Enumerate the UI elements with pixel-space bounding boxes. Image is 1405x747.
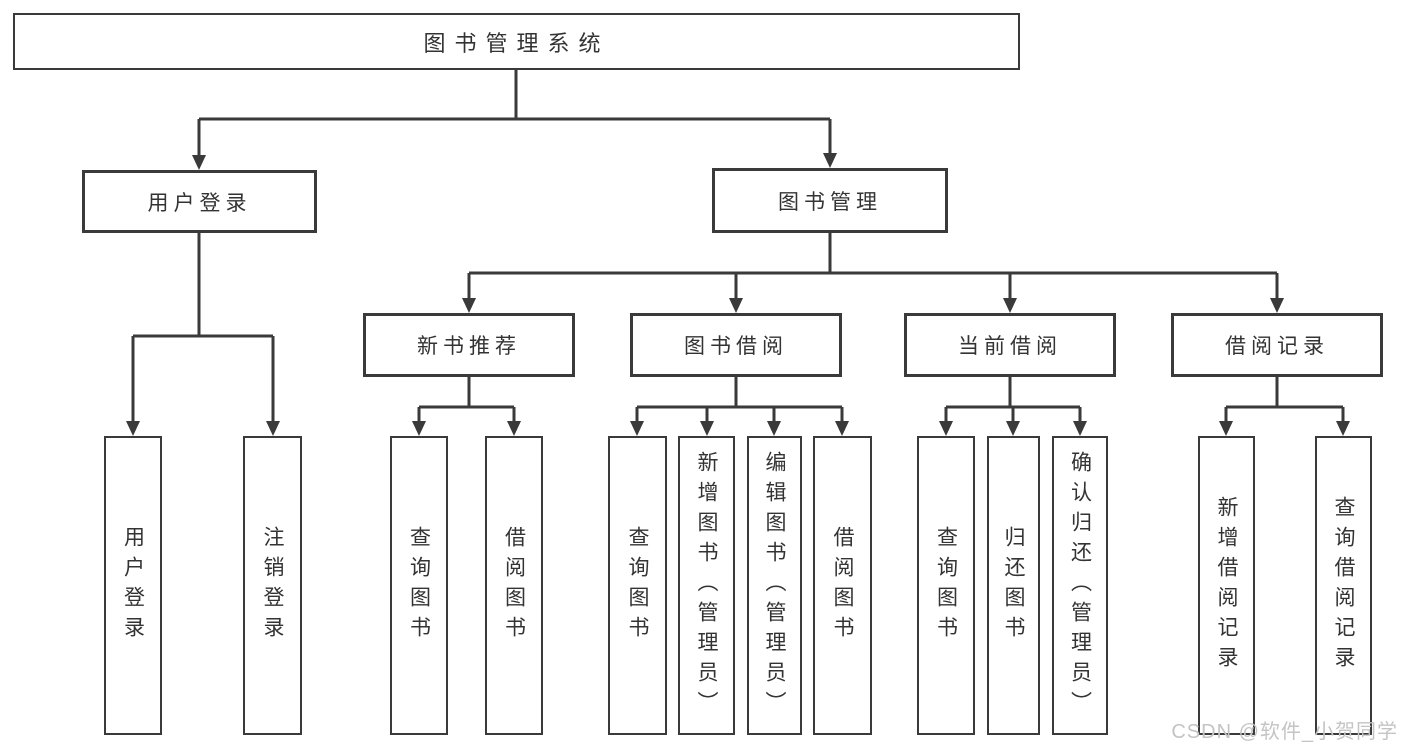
book-management-connectors — [462, 233, 1284, 313]
connector-line — [467, 233, 1279, 298]
watermark: CSDN @软件_小贺同学 — [1171, 721, 1398, 743]
arrowhead — [1219, 421, 1233, 436]
leaf-return-book: 归还图书 — [987, 436, 1040, 735]
node-borrow-records: 借阅记录 — [1171, 313, 1383, 377]
arrowhead — [1003, 298, 1017, 313]
node-root: 图书管理系统 — [13, 13, 1020, 70]
leaf-query-books-borrow: 查询图书 — [608, 436, 667, 735]
leaf-label: 用户登录 — [121, 525, 145, 646]
leaf-label: 借阅图书 — [831, 525, 854, 646]
arrowhead — [939, 421, 953, 436]
arrowhead — [1270, 298, 1284, 313]
leaf-user-login: 用户登录 — [104, 436, 162, 735]
arrowhead — [462, 298, 476, 313]
leaf-label: 注销登录 — [261, 525, 284, 646]
connector-line — [1224, 377, 1345, 421]
leaf-borrow-books-recommend: 借阅图书 — [485, 436, 543, 735]
new-book-recommend-connectors — [412, 377, 521, 436]
trunk-connectors — [192, 70, 837, 170]
current-borrow-connectors — [939, 377, 1087, 436]
arrowhead — [1073, 421, 1087, 436]
leaf-label: 查询图书 — [626, 525, 649, 646]
leaf-label: 新增借阅记录 — [1215, 495, 1238, 676]
leaf-label: 借阅图书 — [502, 525, 526, 646]
leaf-confirm-return-admin: 确认归还（管理员） — [1052, 436, 1108, 735]
arrowhead — [729, 298, 743, 313]
node-current-borrow: 当前借阅 — [904, 313, 1116, 377]
borrow-records-connectors — [1219, 377, 1350, 436]
arrowhead — [700, 421, 714, 436]
leaf-label: 查询图书 — [407, 525, 431, 646]
leaf-query-books-recommend: 查询图书 — [390, 436, 448, 735]
leaf-label: 编辑图书（管理员） — [763, 450, 786, 721]
arrowhead — [630, 421, 644, 436]
connector-line — [417, 377, 516, 421]
leaf-label: 确认归还（管理员） — [1068, 450, 1092, 721]
node-user-login: 用户登录 — [82, 170, 317, 233]
connector-line — [131, 233, 275, 421]
node-book-management: 图书管理 — [712, 168, 948, 233]
leaf-borrow-books: 借阅图书 — [813, 436, 872, 735]
book-borrow-connectors — [630, 377, 849, 436]
arrowhead — [835, 421, 849, 436]
arrowhead — [507, 421, 521, 436]
connector-line — [944, 377, 1082, 421]
connector-line — [197, 70, 832, 156]
leaf-add-book-admin: 新增图书（管理员） — [678, 436, 735, 735]
node-book-borrow: 图书借阅 — [630, 313, 842, 377]
connector-line — [635, 377, 844, 421]
leaf-label: 查询图书 — [934, 525, 958, 646]
leaf-logout: 注销登录 — [243, 436, 302, 735]
user-login-connectors — [126, 233, 280, 436]
node-new-book-recommend: 新书推荐 — [363, 313, 575, 377]
arrowhead — [767, 421, 781, 436]
leaf-query-books-current: 查询图书 — [917, 436, 975, 735]
leaf-label: 查询借阅记录 — [1332, 495, 1355, 676]
leaf-add-borrow-record: 新增借阅记录 — [1198, 436, 1255, 735]
leaf-label: 归还图书 — [1002, 525, 1025, 646]
arrowhead — [192, 155, 206, 170]
arrowhead — [266, 421, 280, 436]
arrowhead — [1006, 421, 1020, 436]
arrowhead — [412, 421, 426, 436]
leaf-query-borrow-record: 查询借阅记录 — [1315, 436, 1372, 735]
arrowhead — [1336, 421, 1350, 436]
arrowhead — [126, 421, 140, 436]
leaf-edit-book-admin: 编辑图书（管理员） — [747, 436, 802, 735]
arrowhead — [823, 153, 837, 168]
leaf-label: 新增图书（管理员） — [695, 450, 718, 721]
